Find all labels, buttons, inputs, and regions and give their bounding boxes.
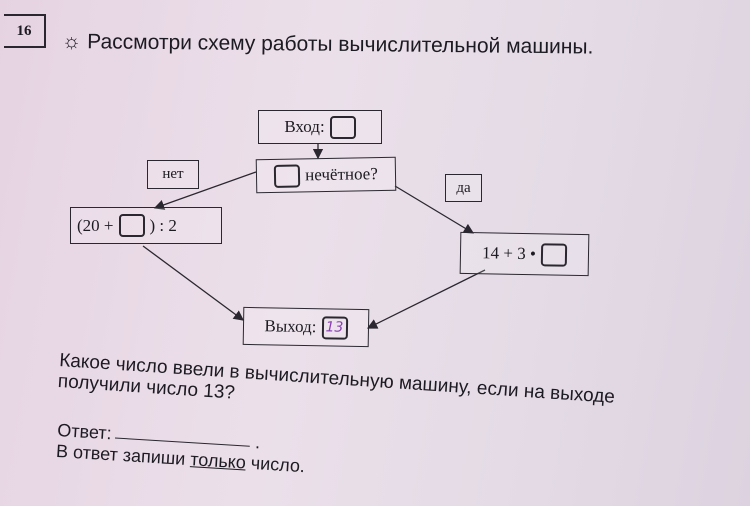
yes-branch-slot[interactable] <box>540 242 568 267</box>
no-branch-slot[interactable] <box>118 214 145 237</box>
task-number: 16 <box>4 14 46 48</box>
instruction-after: число. <box>250 452 306 477</box>
arrow-no-to-output <box>142 245 245 321</box>
condition-box: нечётное? <box>255 156 397 194</box>
yes-branch-text: 14 + 3 • <box>481 243 537 264</box>
input-box: Вход: <box>258 110 382 144</box>
no-label-box: нет <box>147 160 199 189</box>
no-branch-left: (20 + <box>77 215 114 235</box>
instruction-emph: только <box>189 449 247 473</box>
no-branch-right: ) : 2 <box>149 215 177 235</box>
input-label: Вход: <box>284 117 325 136</box>
arrow-yes-to-output <box>366 269 486 329</box>
yes-branch-box: 14 + 3 • <box>459 231 590 277</box>
yes-label-box: да <box>445 174 482 202</box>
output-value: 13 <box>321 315 348 340</box>
answer-label: Ответ: <box>56 420 113 444</box>
condition-label: нечётное? <box>305 164 378 185</box>
output-label: Выход: <box>264 316 317 337</box>
arrow-condition-to-no <box>153 171 257 210</box>
arrow-condition-to-yes <box>394 185 475 234</box>
input-slot[interactable] <box>329 115 356 139</box>
condition-slot[interactable] <box>273 163 301 188</box>
no-branch-box: (20 + ) : 2 <box>70 207 222 244</box>
output-box: Выход:13 <box>242 306 370 348</box>
